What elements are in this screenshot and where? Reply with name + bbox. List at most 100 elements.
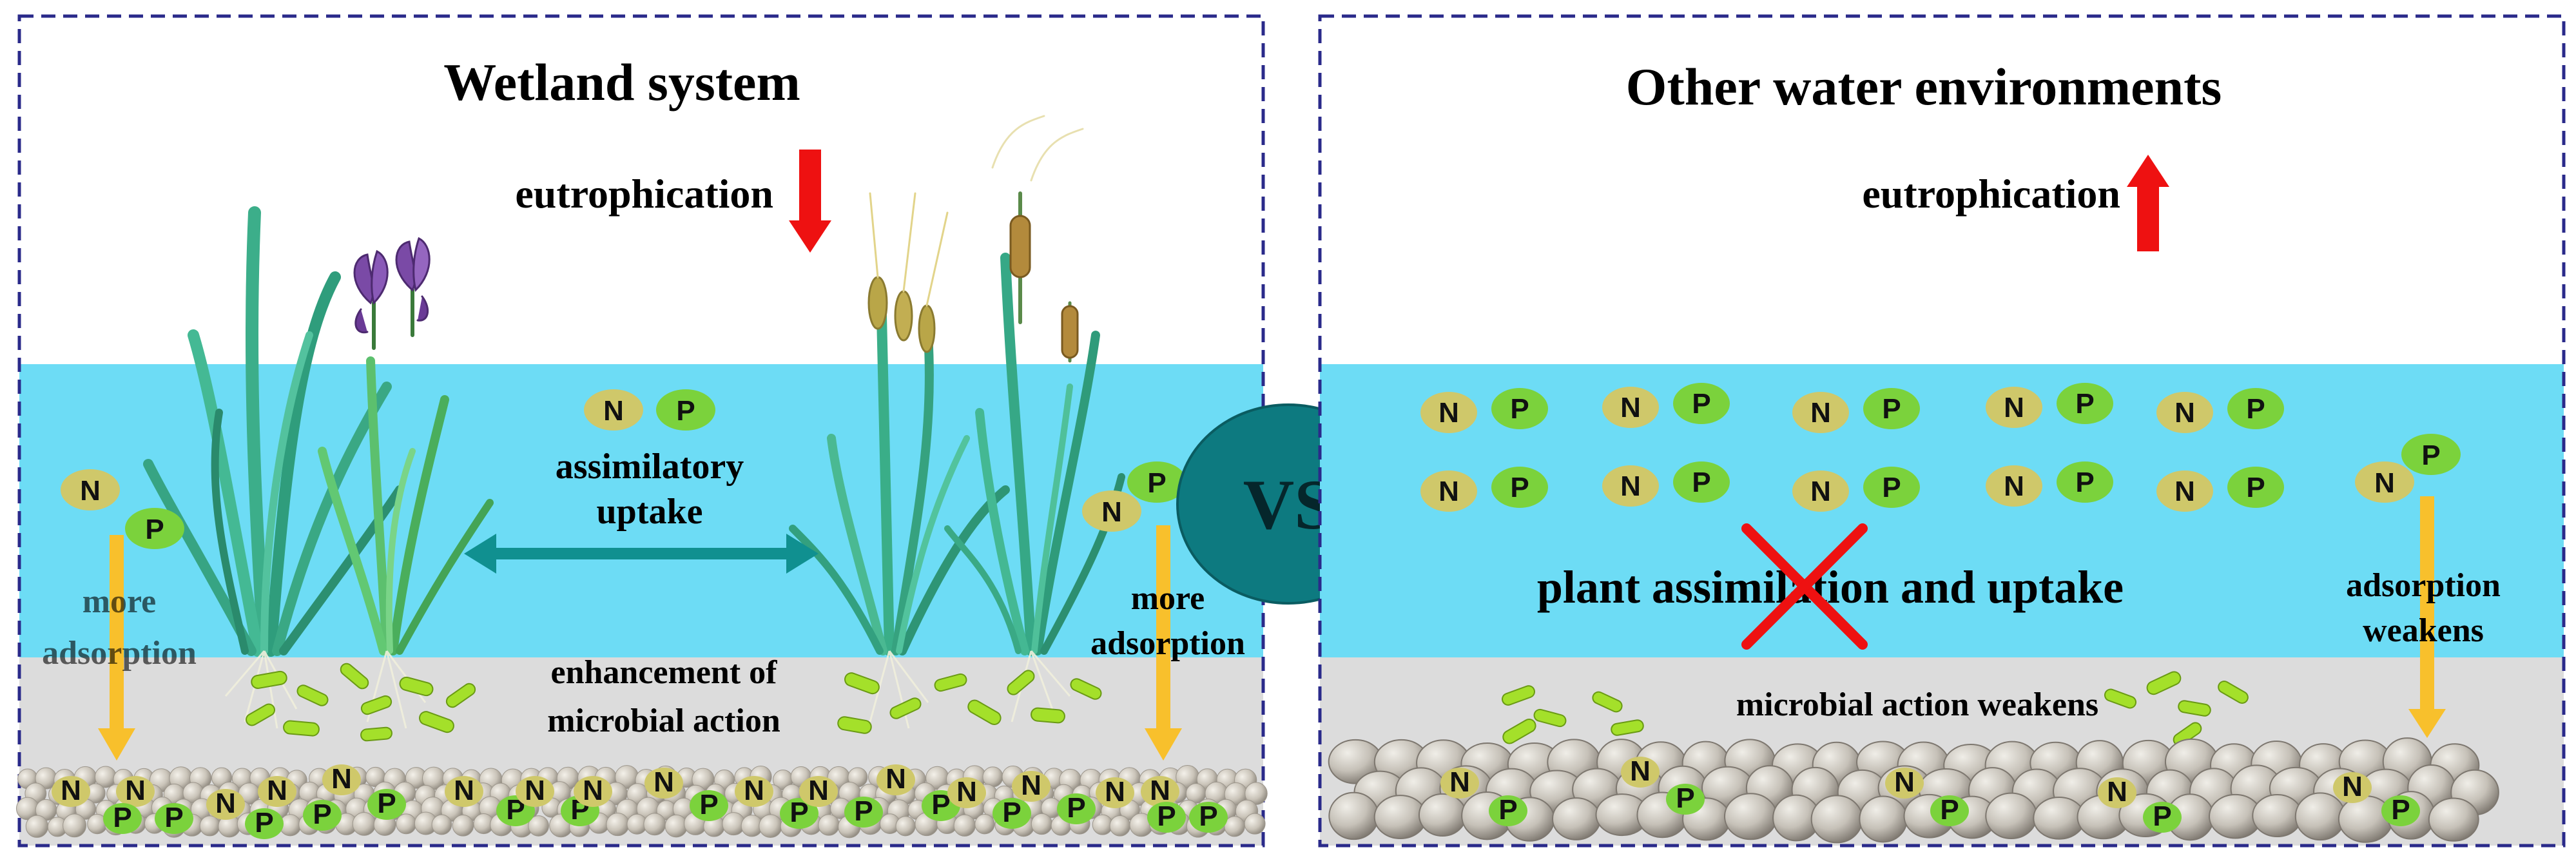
adsorption-weakens-line2: weakens [2363,612,2484,649]
svg-text:P: P [1510,472,1529,503]
phosphorus-particle: P [155,802,193,834]
svg-text:N: N [956,776,977,808]
svg-text:P: P [1882,472,1901,503]
nitrogen-particle: N [1792,392,1849,433]
svg-text:N: N [2342,771,2363,802]
svg-text:N: N [886,763,906,795]
nitrogen-particle: N [735,775,773,807]
svg-text:N: N [1620,392,1641,423]
svg-text:N: N [2374,467,2395,499]
svg-text:N: N [808,775,829,806]
svg-text:N: N [744,775,764,806]
svg-text:N: N [1150,775,1170,806]
svg-text:P: P [1692,388,1710,420]
nitrogen-particle: N [2333,771,2372,803]
svg-text:N: N [583,775,603,806]
uptake-label-line2: uptake [597,492,703,532]
nitrogen-particle: N [1420,392,1477,433]
phosphorus-particle: P [1491,388,1548,429]
nitrogen-particle: N [1012,770,1051,802]
phosphorus-particle: P [1930,794,1969,826]
svg-text:N: N [2004,392,2024,423]
svg-text:P: P [2246,393,2265,425]
nitrogen-particle: N [116,775,155,807]
svg-text:P: P [2246,472,2265,503]
svg-text:N: N [654,766,674,798]
right-panel: Other water environments eutrophication … [1318,14,2566,848]
svg-text:N: N [603,395,624,427]
eutrophication-label-left: eutrophication [515,171,773,217]
adsorption-arrow-left [98,535,135,761]
right-panel-frame [1318,14,2566,848]
svg-text:P: P [1940,794,1959,826]
svg-text:N: N [125,775,146,806]
nutrient-pair-left: N P [61,469,184,549]
phosphorus-particle: P [245,807,284,839]
nitrogen-particle: N [1096,776,1134,808]
nitrogen-particle: N [947,776,986,808]
nitrogen-particle: N [1885,766,1924,799]
nitrogen-particle: N [799,775,838,807]
svg-text:N: N [525,775,545,806]
phosphorus-particle: P [1863,467,1920,508]
svg-text:P: P [377,788,396,819]
svg-text:P: P [255,807,273,839]
phosphorus-particle: P [2227,388,2284,429]
svg-text:N: N [1021,770,1041,801]
phosphorus-particle: P [103,802,142,834]
uptake-label-line1: assimilatory [556,447,744,487]
svg-text:P: P [676,395,695,427]
svg-text:P: P [2075,467,2094,498]
phosphorus-particle: P [2057,383,2113,424]
adsorption-label-left-line1: more [82,583,157,620]
eutrophication-down-arrow [789,150,831,253]
svg-text:N: N [1894,766,1915,798]
microbe-icon [246,663,1102,742]
nitrogen-particle: N [1420,470,1477,512]
phosphorus-particle: P [2381,794,2420,826]
svg-text:N: N [454,775,474,806]
svg-text:P: P [1510,393,1529,425]
svg-text:P: P [931,789,950,820]
phosphorus-particle: P [1491,467,1548,508]
svg-text:P: P [145,514,164,545]
svg-text:P: P [2153,800,2171,832]
svg-text:N: N [1620,470,1641,502]
nitrogen-particle: N [2098,776,2136,808]
phosphorus-particle: P [367,788,406,820]
svg-text:P: P [164,802,183,833]
svg-text:N: N [2004,470,2024,502]
nutrient-pair-right: N P [1082,461,1186,532]
phosphorus-particle: P [690,789,728,821]
nitrogen-particle: N [206,788,245,820]
iris-plant-icon [318,237,494,655]
phosphorus-particle: P [1673,461,1730,503]
svg-text:N: N [80,475,101,507]
phosphorus-particle: P [1057,792,1096,824]
uptake-double-arrow [464,534,818,574]
svg-text:P: P [113,802,131,833]
svg-text:N: N [1101,496,1122,528]
nitrogen-particle: N [322,763,361,795]
nitrogen-particle: N [1141,775,1179,807]
svg-text:N: N [1105,776,1125,808]
svg-text:P: P [1692,467,1710,498]
svg-text:N: N [215,788,236,819]
nitrogen-particle: N [516,775,554,807]
svg-text:P: P [2391,794,2410,826]
adsorption-weakens-line1: adsorption [2346,567,2501,604]
svg-text:P: P [1002,797,1021,828]
nitrogen-particle: N [2156,470,2213,512]
microbe-icon-weak [1502,671,2249,746]
svg-text:P: P [1882,393,1901,425]
microbial-label-line2: microbial action [547,703,780,739]
wheat-plant-icon [789,192,1010,656]
adsorption-arrow-right [1145,525,1182,761]
svg-text:N: N [1438,476,1459,507]
phosphorus-particle: P [2143,800,2182,833]
svg-text:N: N [1810,476,1831,507]
eutrophication-label-right: eutrophication [1862,171,2120,217]
eutrophication-up-arrow [2127,155,2169,251]
right-panel-title: Other water environments [1626,57,2222,116]
